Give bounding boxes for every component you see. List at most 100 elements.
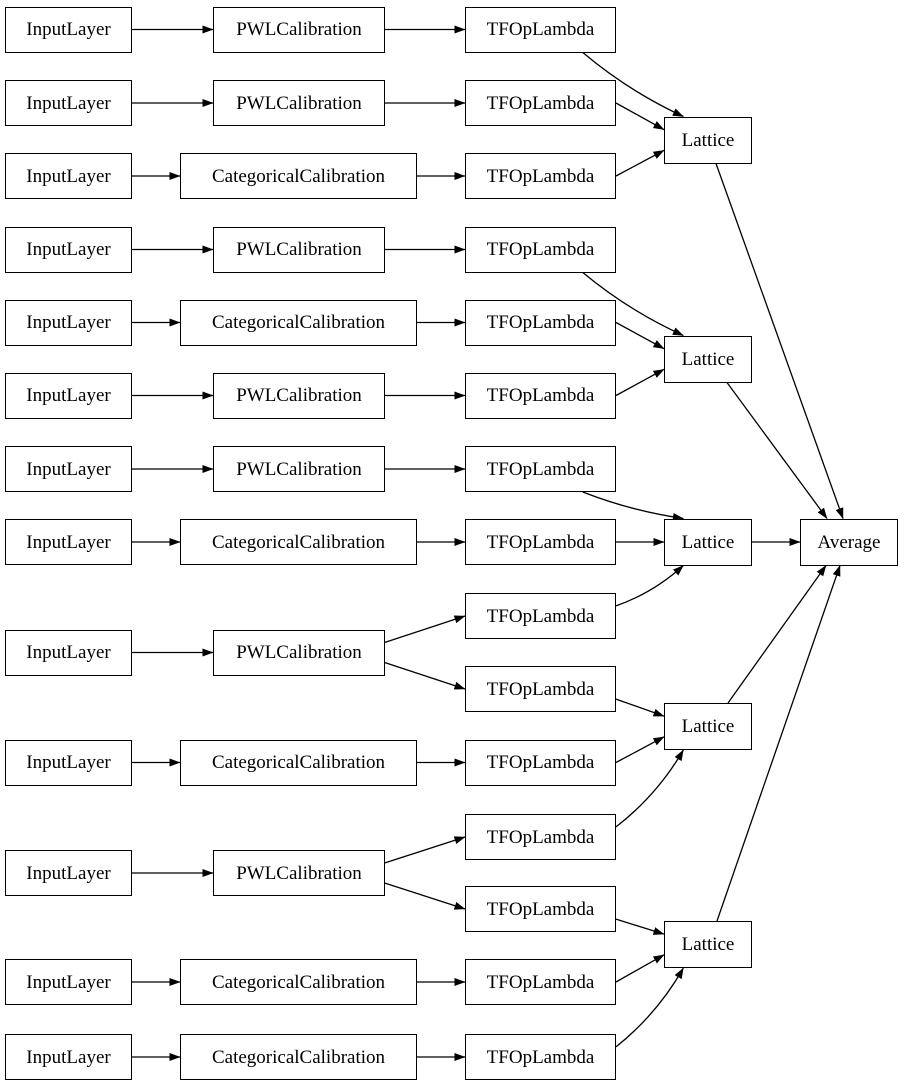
node-tf11: TFOpLambda (465, 739, 616, 786)
node-label: InputLayer (26, 239, 111, 260)
node-label: InputLayer (26, 458, 111, 480)
node-cal13: CategoricalCalibration (180, 1034, 417, 1080)
edge-tf7-to-lat3 (582, 491, 684, 521)
node-label: InputLayer (26, 752, 111, 773)
node-label: PWLCalibration (236, 642, 362, 663)
node-label: InputLayer (26, 1046, 111, 1068)
node-in10: InputLayer (5, 739, 132, 786)
node-label: TFOpLambda (486, 752, 595, 773)
edge-cal11-to-tf12 (384, 836, 466, 864)
node-label: PWLCalibration (236, 458, 362, 480)
node-label: CategoricalCalibration (211, 1046, 386, 1068)
node-cal12: CategoricalCalibration (180, 959, 417, 1005)
node-label: TFOpLambda (486, 92, 595, 114)
node-label: CategoricalCalibration (211, 531, 386, 553)
node-label: InputLayer (26, 642, 111, 663)
node-in9: InputLayer (5, 629, 132, 676)
node-cal4: PWLCalibration (213, 226, 385, 273)
node-lat1: Lattice (664, 116, 752, 164)
node-tf6: TFOpLambda (465, 372, 616, 419)
node-label: PWLCalibration (236, 92, 362, 114)
node-tf12: TFOpLambda (465, 814, 616, 860)
node-tf10: TFOpLambda (465, 666, 616, 712)
edge-cal9-to-tf9 (384, 615, 466, 643)
edge-tf15-to-lat5 (615, 967, 684, 1048)
node-label: InputLayer (26, 385, 111, 406)
node-in6: InputLayer (5, 372, 132, 419)
node-cal10: CategoricalCalibration (180, 739, 417, 786)
node-label: InputLayer (26, 531, 111, 553)
node-in12: InputLayer (5, 959, 132, 1005)
node-label: PWLCalibration (236, 239, 362, 260)
node-label: PWLCalibration (236, 19, 362, 40)
node-label: CategoricalCalibration (211, 165, 386, 187)
node-label: TFOpLambda (486, 678, 595, 700)
node-tf3: TFOpLambda (465, 153, 616, 199)
node-label: InputLayer (26, 92, 111, 114)
node-cal9: PWLCalibration (213, 629, 385, 676)
node-label: InputLayer (26, 862, 111, 884)
edge-tf6-to-lat2 (615, 368, 665, 397)
node-lat3: Lattice (664, 518, 752, 566)
node-label: CategoricalCalibration (211, 752, 386, 773)
node-label: TFOpLambda (486, 458, 595, 480)
node-label: TFOpLambda (486, 385, 595, 406)
node-label: InputLayer (26, 19, 111, 40)
node-tf15: TFOpLambda (465, 1034, 616, 1080)
node-label: Lattice (681, 934, 735, 955)
node-cal8: CategoricalCalibration (180, 519, 417, 565)
node-in1: InputLayer (5, 6, 132, 53)
node-label: TFOpLambda (486, 1046, 595, 1068)
node-tf1: TFOpLambda (465, 6, 616, 53)
edge-lat4-to-avg (727, 565, 827, 704)
node-label: InputLayer (26, 971, 111, 993)
node-tf5: TFOpLambda (465, 299, 616, 346)
edge-lat5-to-avg (716, 565, 841, 922)
edge-tf14-to-lat5 (615, 954, 665, 983)
node-cal7: PWLCalibration (213, 446, 385, 492)
node-cal3: CategoricalCalibration (180, 153, 417, 199)
node-cal11: PWLCalibration (213, 850, 385, 896)
edge-lat2-to-avg (726, 382, 828, 519)
node-in8: InputLayer (5, 519, 132, 565)
node-label: TFOpLambda (486, 19, 595, 40)
node-tf13: TFOpLambda (465, 886, 616, 932)
node-label: Lattice (681, 129, 735, 151)
node-label: PWLCalibration (236, 862, 362, 884)
edge-tf11-to-lat4 (615, 736, 665, 764)
edge-tf4-to-lat2 (582, 272, 684, 337)
node-label: InputLayer (26, 165, 111, 187)
node-cal1: PWLCalibration (213, 6, 385, 53)
node-label: TFOpLambda (486, 898, 595, 920)
node-label: PWLCalibration (236, 385, 362, 406)
node-label: TFOpLambda (486, 312, 595, 333)
node-label: Lattice (681, 531, 735, 553)
node-label: CategoricalCalibration (211, 312, 386, 333)
node-label: TFOpLambda (486, 971, 595, 993)
node-label: TFOpLambda (486, 165, 595, 187)
node-label: CategoricalCalibration (211, 971, 386, 993)
node-cal5: CategoricalCalibration (180, 299, 417, 346)
node-lat5: Lattice (664, 921, 752, 968)
node-in11: InputLayer (5, 850, 132, 896)
node-label: TFOpLambda (486, 531, 595, 553)
edge-cal11-to-tf13 (384, 882, 466, 910)
node-label: InputLayer (26, 312, 111, 333)
node-in4: InputLayer (5, 226, 132, 273)
edge-tf13-to-lat5 (615, 918, 665, 935)
edge-tf5-to-lat2 (615, 321, 665, 350)
edge-tf12-to-lat4 (615, 749, 684, 828)
edge-tf1-to-lat1 (582, 52, 684, 118)
node-tf8: TFOpLambda (465, 519, 616, 565)
edge-lat1-to-avg (715, 163, 844, 519)
node-tf14: TFOpLambda (465, 959, 616, 1005)
node-label: TFOpLambda (486, 239, 595, 260)
node-tf7: TFOpLambda (465, 446, 616, 492)
node-in13: InputLayer (5, 1034, 132, 1080)
node-avg: Average (800, 518, 898, 566)
node-in5: InputLayer (5, 299, 132, 346)
node-label: Lattice (681, 348, 735, 370)
edge-tf3-to-lat1 (615, 149, 665, 177)
